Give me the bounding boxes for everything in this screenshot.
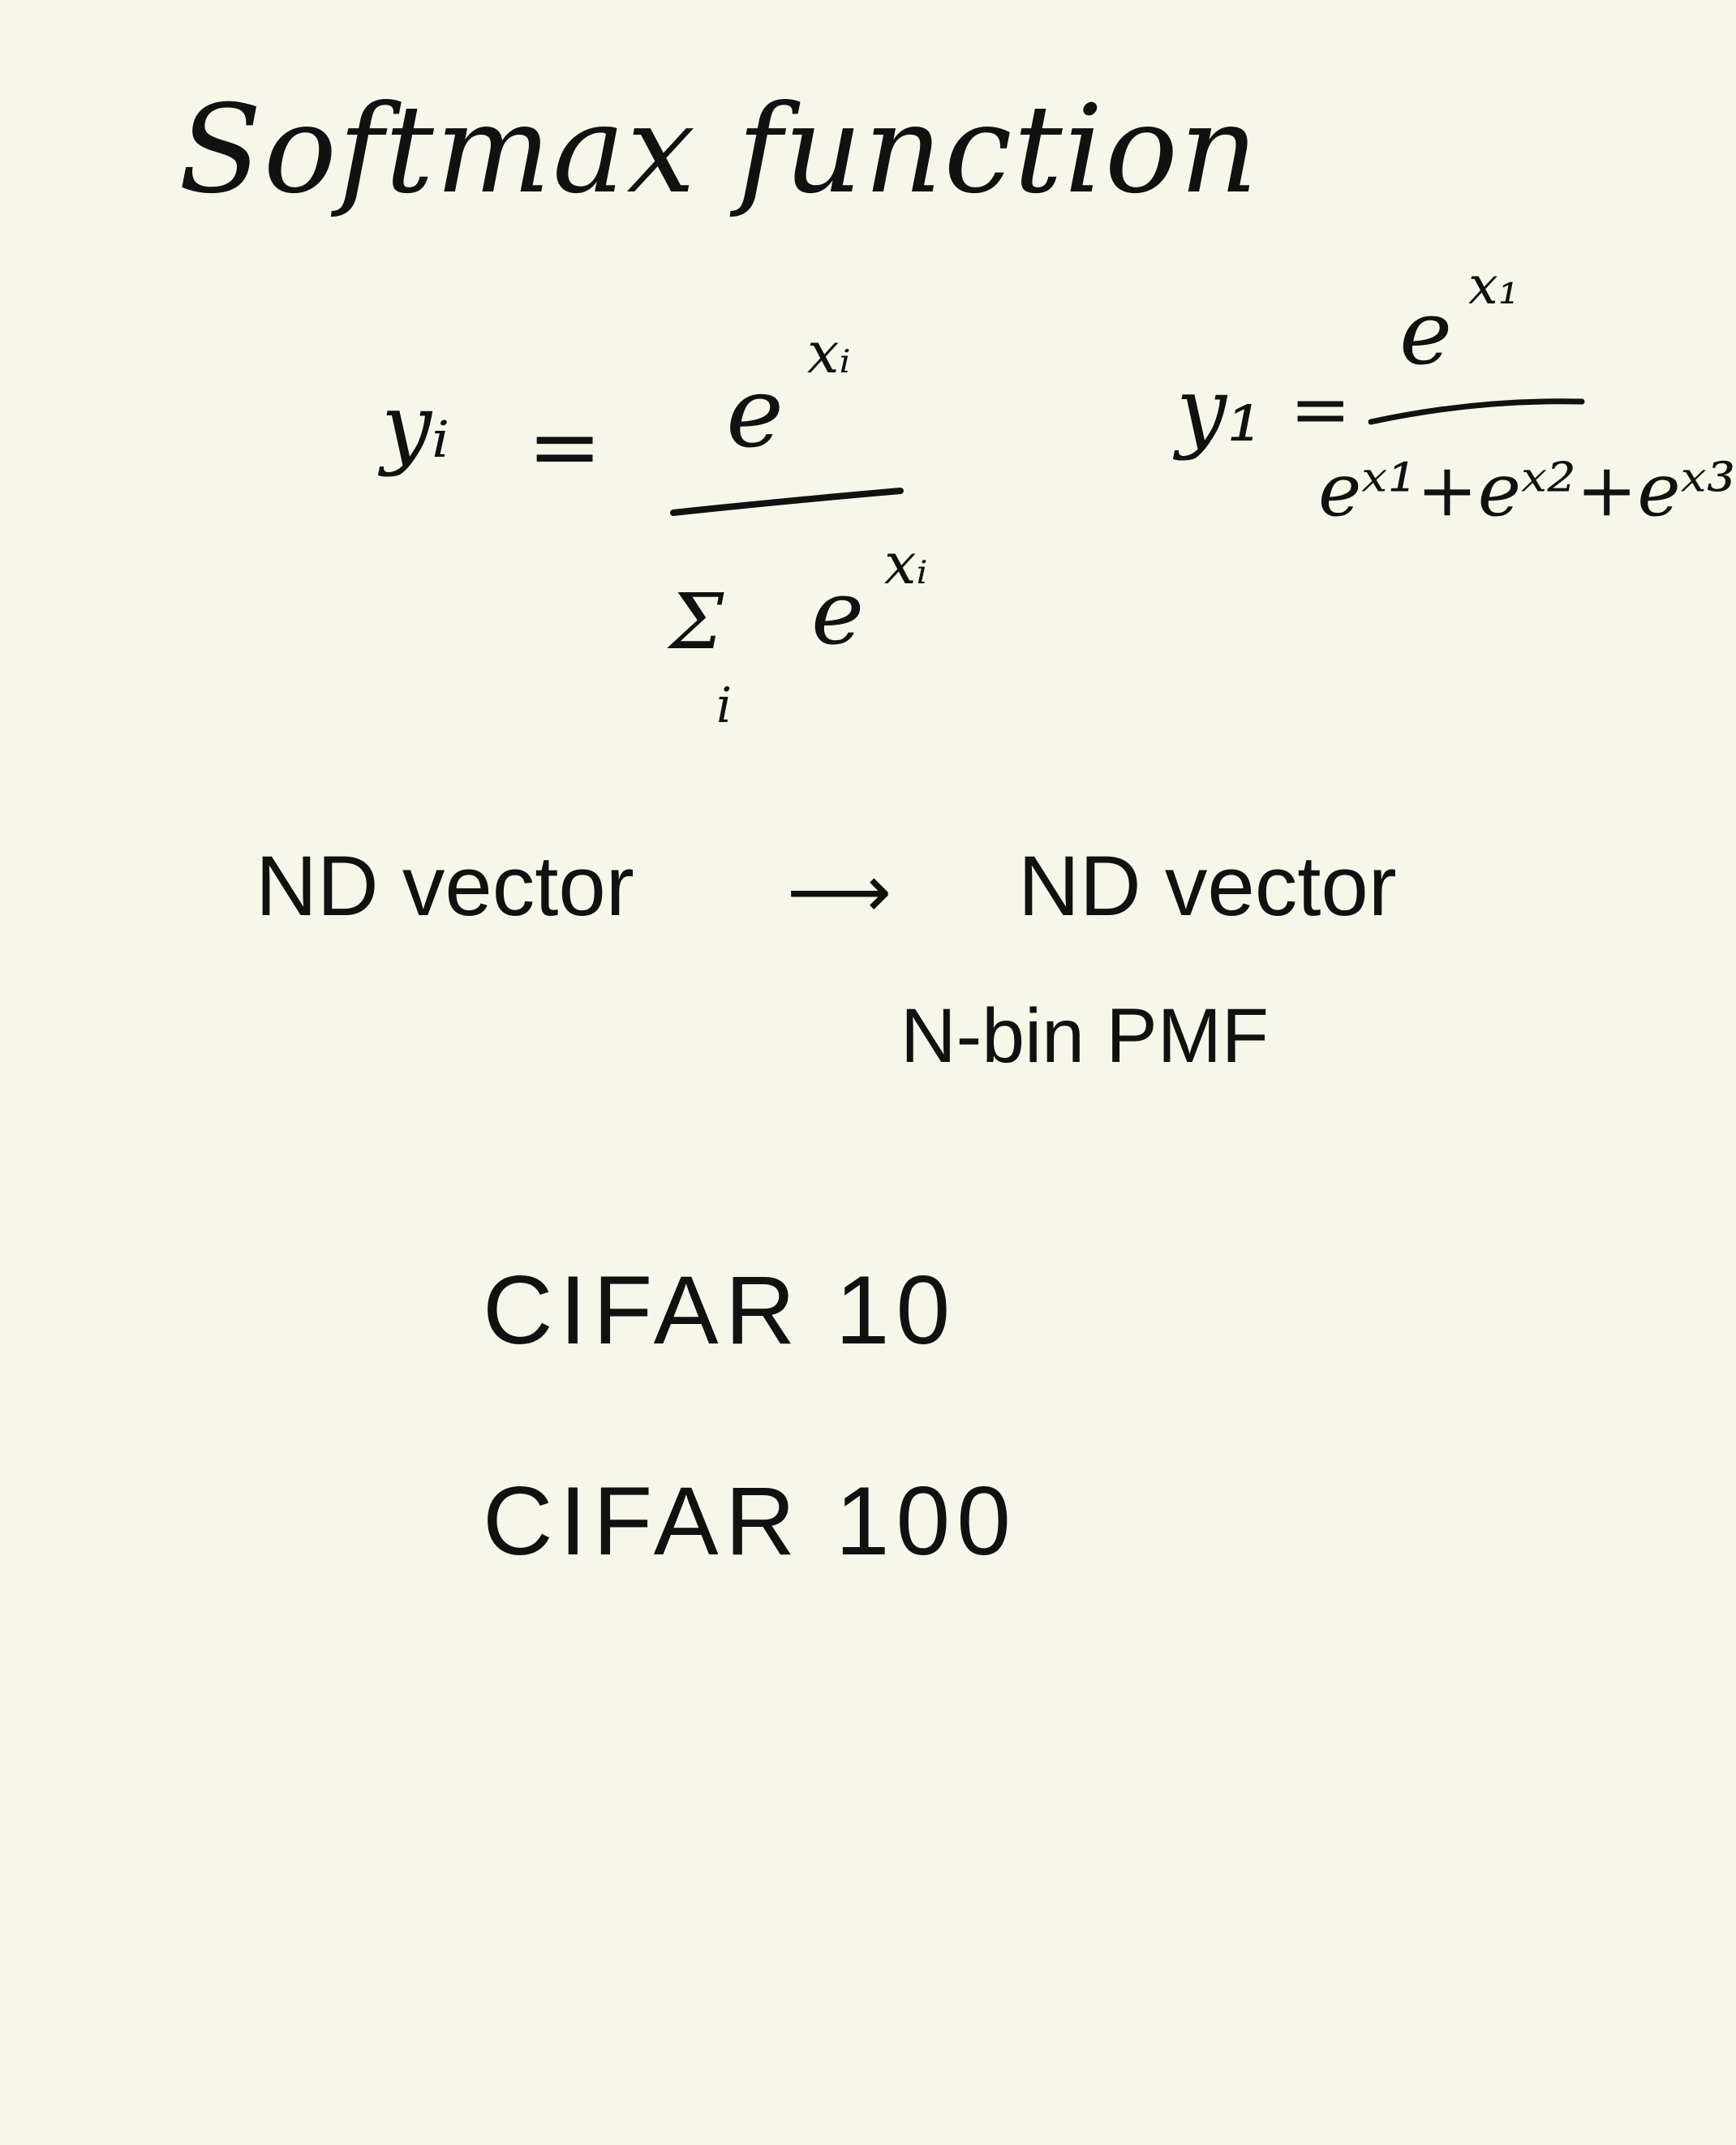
general-lhs: yᵢ — [381, 374, 450, 478]
dataset-cifar-10: CIFAR 10 — [483, 1256, 957, 1365]
general-summation-index: i — [716, 677, 733, 734]
general-summation-symbol: Σ — [669, 578, 724, 667]
page-title: Softmax function — [178, 80, 1260, 221]
general-denominator-exponent: xᵢ — [884, 531, 928, 597]
dataset-cifar-100: CIFAR 100 — [483, 1467, 1017, 1575]
general-numerator-exponent: xᵢ — [807, 320, 851, 386]
example-lhs: y₁ — [1176, 358, 1263, 462]
right-arrow-icon: ⟶ — [787, 852, 892, 933]
output-vector-label: ND vector — [1018, 839, 1397, 934]
example-equals: = — [1290, 367, 1351, 452]
note-page: Softmax function yᵢ = e xᵢ Σ i e xᵢ y₁ =… — [178, 80, 1736, 1575]
general-numerator-base: e — [726, 357, 784, 470]
example-denominator: eˣ¹+eˣ²+eˣ³ — [1318, 448, 1736, 533]
general-denominator-base: e — [811, 561, 865, 664]
example-fraction-bar — [1368, 398, 1585, 425]
input-vector-label: ND vector — [256, 839, 634, 934]
example-numerator-base: e — [1399, 281, 1453, 385]
example-numerator-exponent: x₁ — [1468, 256, 1519, 316]
general-equals: = — [527, 394, 603, 498]
pmf-note: N-bin PMF — [900, 993, 1269, 1079]
general-fraction-bar — [670, 488, 904, 516]
